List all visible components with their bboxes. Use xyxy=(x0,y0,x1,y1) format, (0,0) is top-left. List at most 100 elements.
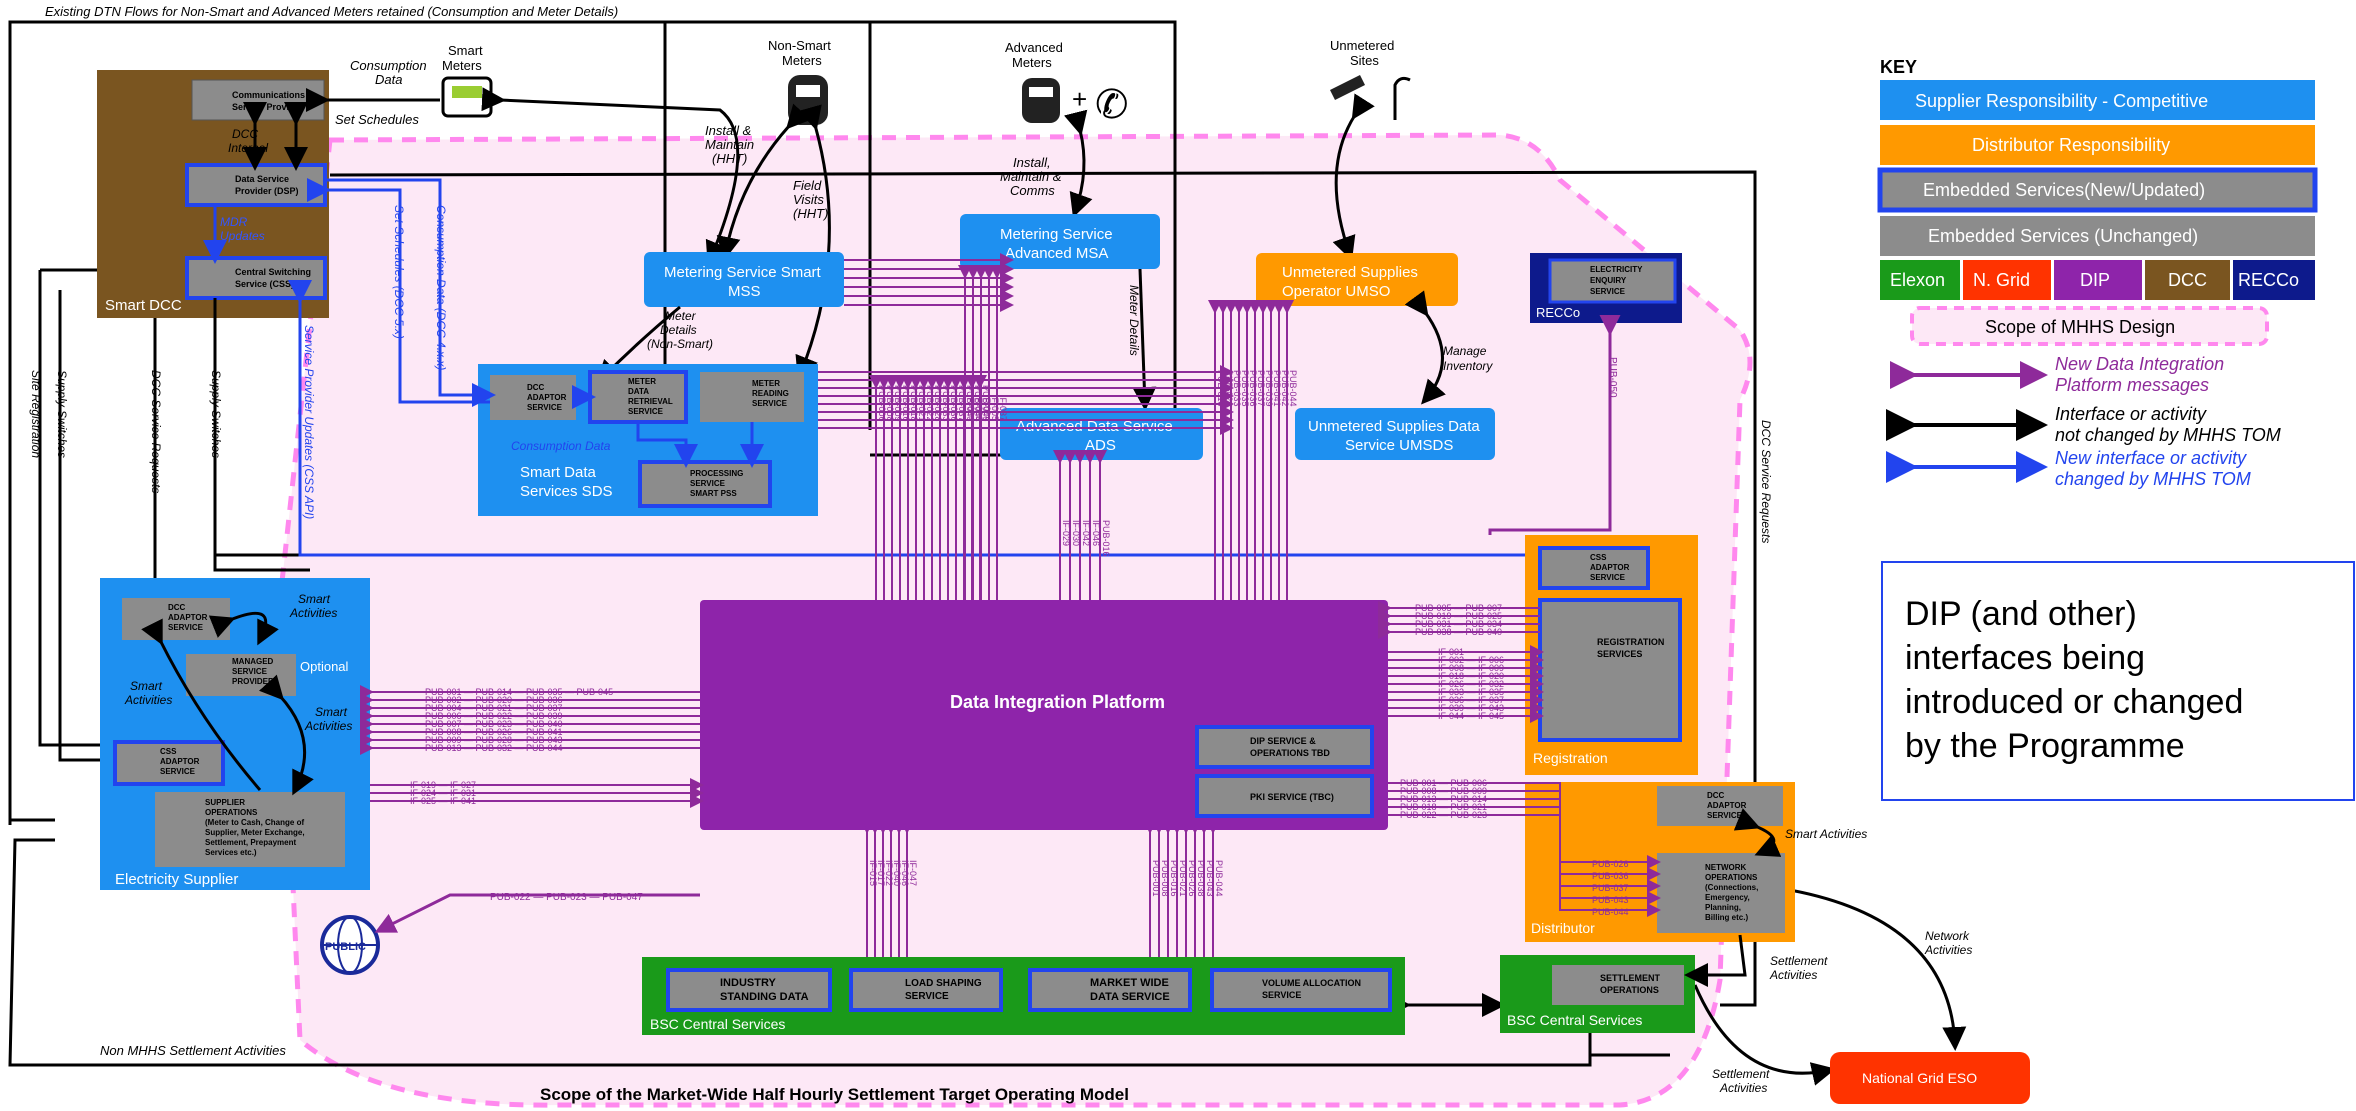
dcc-service-requests-label-1: DCC Service Requests xyxy=(149,370,163,493)
ums-flow-label: PUB-033 xyxy=(1232,370,1242,407)
registration-if-label: IF-001 xyxy=(1438,647,1464,657)
market-wide-data-service[interactable] xyxy=(1028,968,1192,1012)
key-supplier xyxy=(1880,80,2315,120)
distributor-flow-label: PUB-022 — PUB-023 xyxy=(1400,810,1487,820)
processing-service-smart-pss[interactable] xyxy=(638,460,772,508)
key-scope-label: Scope of MHHS Design xyxy=(1985,317,2175,337)
enquiry-3: SERVICE xyxy=(1590,287,1626,296)
smart-meters-icon xyxy=(441,76,493,118)
central-switching-service-css[interactable] xyxy=(185,256,327,300)
key-org-ngrid: N. Grid xyxy=(1973,270,2030,290)
reg-svc-2: SERVICES xyxy=(1597,649,1642,659)
registration-pub-label: PUB-005 — PUB-007 xyxy=(1415,603,1502,613)
comms-label-1: Communications xyxy=(232,90,305,100)
supplier-flow-label: PUB-004 — PUB-021 — PUB-037 xyxy=(425,703,563,713)
advanced-meters-2: Meters xyxy=(1012,55,1052,70)
dist-dcc-3: SERVICE xyxy=(1707,811,1743,820)
mss-label-2: MSS xyxy=(728,283,761,300)
supplier-flow-label: PUB-001 — PUB-014 — PUB-035 — PUB-045 xyxy=(425,687,613,697)
settlement-operations[interactable] xyxy=(1552,965,1684,1005)
registration-if-label: IF-039 — IF-043 xyxy=(1438,703,1504,713)
reg-css-2: ADAPTOR xyxy=(1590,563,1630,572)
mss-if-flow-label: IF-038 xyxy=(974,395,984,421)
network-flow-label: PUB-037 xyxy=(1592,883,1629,893)
pki-service[interactable] xyxy=(1195,774,1374,818)
registration-if-label: IF-026 — IF-032 xyxy=(1438,679,1504,689)
supplier-operations[interactable] xyxy=(155,792,345,867)
registration-if-label: IF-008 — IF-009 xyxy=(1438,663,1504,673)
bsc-pub-flow-label: PUB-038 xyxy=(1196,860,1206,897)
dist-dcc-1: DCC xyxy=(1707,791,1725,800)
vertical-purple-flows: PUB-006PUB-008PUB-009PUB-016PUB-018PUB-0… xyxy=(818,253,1298,957)
dip-title: Data Integration Platform xyxy=(950,692,1165,712)
network-operations[interactable] xyxy=(1657,853,1785,933)
ums-flow-label: PUB-041 xyxy=(1272,370,1282,407)
meter-data-retrieval-service[interactable] xyxy=(588,370,688,424)
callout-line-4: by the Programme xyxy=(1905,727,2185,765)
ums-flow-label: PUB-039 xyxy=(1264,370,1274,407)
reading-1: METER xyxy=(752,379,780,388)
umso-label-2: Operator UMSO xyxy=(1282,283,1390,300)
network-flow-label: PUB-044 xyxy=(1592,907,1629,917)
network-flow-label: PUB-036 xyxy=(1592,871,1629,881)
plus-sign: + xyxy=(1072,84,1087,114)
sds-dcc-adaptor-service[interactable] xyxy=(490,375,576,420)
optional-label: Optional xyxy=(300,659,349,674)
metering-service-smart-mss[interactable] xyxy=(644,252,844,307)
dcc-service-requests-label-2: DCC Service Requests xyxy=(1759,420,1773,543)
registration-services[interactable] xyxy=(1538,598,1682,742)
distributor-flow-label: PUB-018 — PUB-021 xyxy=(1400,802,1487,812)
key-dcc xyxy=(2145,260,2230,300)
mss-if-flow-label: IF-037 xyxy=(998,395,1008,421)
pss-1: PROCESSING xyxy=(690,469,743,478)
supplier-css-adaptor-service[interactable] xyxy=(113,740,225,786)
sup-dcc-2: ADAPTOR xyxy=(168,613,208,622)
css-label-1: Central Switching xyxy=(235,267,311,277)
mss-if-flow-label: IF-004 xyxy=(982,395,992,421)
key-black-2: not changed by MHHS TOM xyxy=(2055,425,2281,445)
supplier-flow-label: PUB-002 — PUB-020 — PUB-036 xyxy=(425,695,563,705)
bsc-pub-flow-label: PUB-021 xyxy=(1178,860,1188,897)
mdr-3: RETRIEVAL xyxy=(628,397,673,406)
data-integration-platform[interactable] xyxy=(700,600,1388,830)
public-label: PUBLIC xyxy=(325,941,366,953)
install-comms-3: Comms xyxy=(1010,183,1055,198)
netops-3: (Connections, xyxy=(1705,883,1758,892)
smart-activities-3b: Activities xyxy=(304,719,352,733)
industry-standing-data[interactable] xyxy=(666,968,832,1012)
ads-flow-label: IF-029 xyxy=(1061,520,1071,546)
ums-flow-label: PUB-044 xyxy=(1288,370,1298,407)
reg-css-3: SERVICE xyxy=(1590,573,1626,582)
dip-service-operations[interactable] xyxy=(1195,725,1374,769)
msp-3: PROVIDER xyxy=(232,677,274,686)
registration-if-label: IF-002 — IF-006 xyxy=(1438,655,1504,665)
sup-css-1: CSS xyxy=(160,747,177,756)
smart-meters-2: Meters xyxy=(442,58,482,73)
reg-svc-1: REGISTRATION xyxy=(1597,637,1664,647)
settlement-activities-1b: Activities xyxy=(1769,968,1817,982)
data-service-provider-dsp[interactable] xyxy=(185,163,327,207)
national-grid-eso[interactable] xyxy=(1830,1052,2030,1104)
sds-dcc-3: SERVICE xyxy=(527,403,563,412)
key-purple-1: New Data Integration xyxy=(2055,354,2224,374)
set-schedules-label: Set Schedules xyxy=(335,112,419,127)
key-org-recco: RECCo xyxy=(2238,270,2299,290)
enquiry-2: ENQUIRY xyxy=(1590,276,1627,285)
bsc-pub-flow-label: PUB-008 xyxy=(1160,860,1170,897)
meter-reading-service[interactable] xyxy=(700,372,804,422)
distributor-flow-line xyxy=(1388,814,1661,917)
settops-1: SETTLEMENT xyxy=(1600,973,1661,983)
distributor-title: Distributor xyxy=(1531,920,1595,936)
comms-service-provider[interactable] xyxy=(191,79,325,121)
bsc-if-flow-label: IF-046 xyxy=(900,860,910,886)
unmetered-supplies-data-service-umsds[interactable] xyxy=(1295,408,1495,460)
install-comms-2: Maintain & xyxy=(1000,169,1061,184)
load-shaping-service[interactable] xyxy=(849,968,1003,1012)
settlement-activities-2a: Settlement xyxy=(1712,1067,1770,1081)
registration-css-adaptor-service[interactable] xyxy=(1538,546,1650,590)
electricity-enquiry-service[interactable] xyxy=(1548,258,1677,304)
top-note: Existing DTN Flows for Non-Smart and Adv… xyxy=(45,4,618,19)
volume-allocation-service[interactable] xyxy=(1210,968,1392,1012)
supops-4: Supplier, Meter Exchange, xyxy=(205,828,305,837)
recco-title: RECCo xyxy=(1536,305,1580,320)
